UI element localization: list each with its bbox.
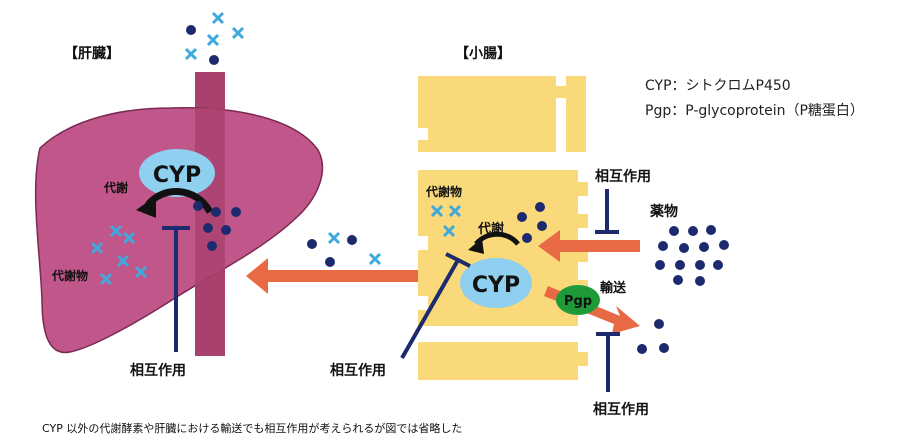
intestine-interaction-label: 相互作用 bbox=[330, 362, 386, 379]
influx-interaction-label: 相互作用 bbox=[595, 168, 651, 185]
intestine-cyp-inhibition-line bbox=[400, 259, 460, 359]
drug-dot bbox=[688, 226, 698, 236]
drug-dot bbox=[221, 225, 231, 235]
vessel-top-marks bbox=[184, 11, 245, 65]
intestine-cyp-inhibition-bar bbox=[445, 252, 471, 268]
intestine-metabolism-label: 代謝 bbox=[477, 221, 504, 237]
liver-cyp-label: CYP bbox=[153, 163, 201, 188]
pgp-interaction-label: 相互作用 bbox=[593, 401, 649, 418]
liver-cyp-enzyme bbox=[139, 149, 215, 197]
drug-dot bbox=[706, 225, 716, 235]
metabolite-mark bbox=[442, 224, 456, 238]
intestine-metabolite-label: 代謝物 bbox=[425, 184, 462, 199]
metabolite-mark bbox=[327, 231, 341, 245]
liver-title: 【肝臓】 bbox=[64, 45, 120, 62]
metabolite-mark bbox=[90, 241, 104, 255]
drug-dot bbox=[695, 276, 705, 286]
liver-metabolism-arrowhead bbox=[136, 196, 156, 218]
liver-metabolite-marks bbox=[90, 224, 148, 286]
drug-dot bbox=[637, 344, 647, 354]
liver-metabolite-label: 代謝物 bbox=[51, 268, 88, 283]
lumen-drug-dots bbox=[655, 225, 729, 286]
efflux-drug-dots bbox=[637, 319, 669, 354]
metabolite-mark bbox=[211, 11, 225, 25]
drug-dot bbox=[673, 275, 683, 285]
drug-dot bbox=[537, 221, 547, 231]
liver-organ bbox=[34, 107, 324, 354]
metabolite-mark bbox=[206, 33, 220, 47]
intestine-cyp-enzyme bbox=[460, 258, 532, 308]
metabolite-mark bbox=[109, 224, 123, 238]
drug-dot bbox=[659, 343, 669, 353]
intestine-cyp-label: CYP bbox=[472, 273, 520, 298]
portal-marks bbox=[307, 231, 382, 267]
drug-dot bbox=[699, 242, 709, 252]
drug-dot bbox=[669, 226, 679, 236]
drug-dot bbox=[675, 260, 685, 270]
pgp-transporter bbox=[556, 285, 600, 315]
drug-label: 薬物 bbox=[650, 203, 678, 220]
drug-dot bbox=[347, 235, 357, 245]
metabolite-mark bbox=[184, 47, 198, 61]
drug-dot bbox=[679, 243, 689, 253]
drug-dot bbox=[695, 260, 705, 270]
drug-dot bbox=[713, 260, 723, 270]
metabolite-mark bbox=[116, 254, 130, 268]
pgp-label: Pgp bbox=[564, 294, 592, 309]
portal-flow-arrow bbox=[246, 258, 418, 294]
drug-dot bbox=[207, 241, 217, 251]
epithelial-cell-top bbox=[418, 76, 566, 152]
drug-dot bbox=[231, 207, 241, 217]
drug-dot bbox=[719, 240, 729, 250]
metabolite-mark bbox=[122, 231, 136, 245]
drug-dot bbox=[654, 319, 664, 329]
metabolite-mark bbox=[368, 252, 382, 266]
drug-dot bbox=[522, 233, 532, 243]
drug-influx-arrow bbox=[538, 230, 640, 262]
legend-pgp: Pgp：P-glycoprotein（P糖蛋白） bbox=[645, 103, 864, 119]
metabolite-mark bbox=[448, 204, 462, 218]
drug-dot bbox=[517, 212, 527, 222]
intestine-metabolite-marks bbox=[430, 204, 462, 238]
drug-dot bbox=[535, 202, 545, 212]
drug-dot bbox=[209, 55, 219, 65]
drug-dot bbox=[325, 257, 335, 267]
metabolite-mark bbox=[134, 265, 148, 279]
liver-metabolism-label: 代謝 bbox=[103, 180, 128, 195]
epithelial-cell-bottom bbox=[418, 342, 588, 380]
liver-drug-dots bbox=[193, 201, 241, 251]
footnote: CYP 以外の代謝酵素や肝臓における輸送でも相互作用が考えられるが図では省略した bbox=[42, 422, 463, 435]
intestine-title: 【小腸】 bbox=[455, 45, 511, 62]
drug-dot bbox=[655, 260, 665, 270]
drug-dot bbox=[211, 207, 221, 217]
microvilli-top-base bbox=[566, 76, 586, 152]
metabolite-mark bbox=[99, 272, 113, 286]
metabolite-mark bbox=[231, 26, 245, 40]
intestine-drug-dots bbox=[517, 202, 547, 243]
liver-interaction-label: 相互作用 bbox=[130, 362, 186, 379]
transport-label: 輸送 bbox=[600, 280, 627, 296]
drug-dot bbox=[186, 25, 196, 35]
drug-dot bbox=[203, 223, 213, 233]
drug-dot bbox=[658, 241, 668, 251]
drug-dot bbox=[193, 201, 203, 211]
intestine-metabolism-arrowhead bbox=[468, 238, 484, 254]
metabolite-mark bbox=[430, 204, 444, 218]
legend-cyp: CYP：シトクロムP450 bbox=[645, 78, 791, 94]
drug-dot bbox=[307, 239, 317, 249]
